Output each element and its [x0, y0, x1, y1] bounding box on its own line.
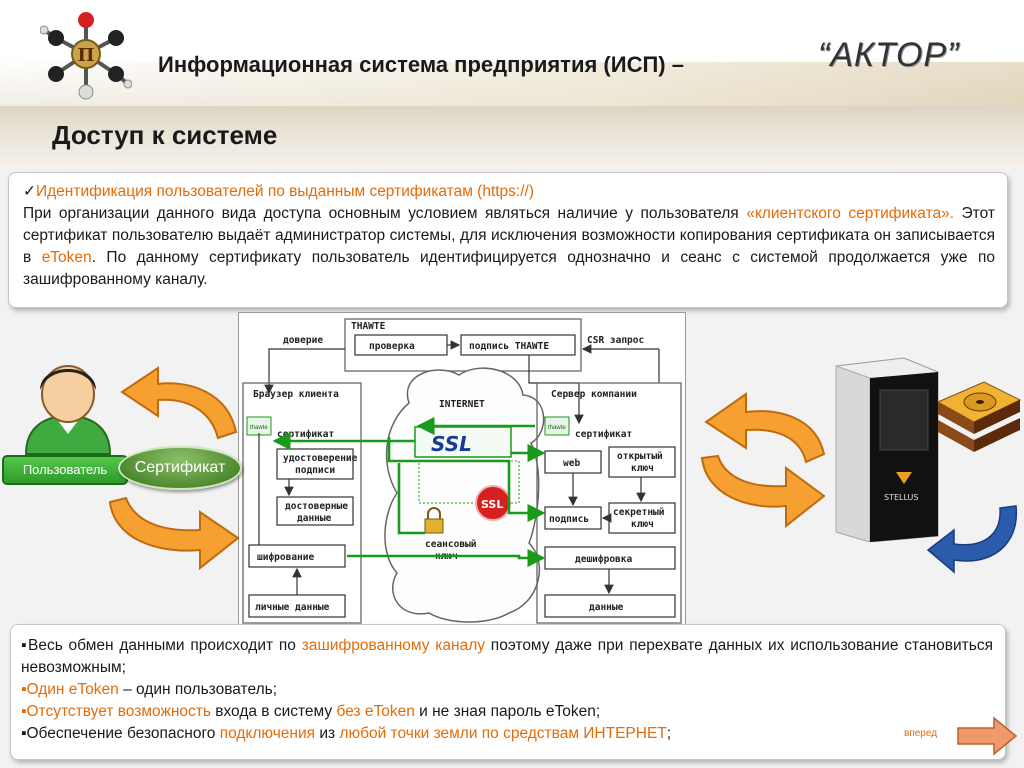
arrow-top-left-icon — [120, 366, 238, 440]
personal-data-label: личные данные — [255, 602, 330, 613]
sign-thawte-box — [460, 334, 576, 356]
cert-left-label: сертификат — [277, 429, 334, 440]
session-key-label-1: сеансовый — [425, 539, 477, 550]
verify-box — [276, 448, 354, 480]
bullet-4-pre: Обеспечение безопасного — [26, 725, 220, 742]
bullet-1: ▪Весь обмен данными происходит по зашифр… — [21, 635, 993, 679]
thawte-label: THAWTE — [351, 321, 386, 332]
paragraph-part-2: Этот сертификат пользователю выдаёт адми… — [23, 205, 995, 266]
bullet-3-highlight-1: Отсутствует возможность — [26, 703, 211, 720]
data-box — [544, 594, 676, 618]
certificate-button[interactable]: Сертификат — [118, 446, 242, 490]
encryption-label: шифрование — [257, 552, 314, 563]
cert-right-label: сертификат — [575, 429, 632, 440]
arrow-disk-server-icon — [926, 505, 1018, 574]
cert-paragraph: При организации данного вида доступа осн… — [23, 203, 995, 291]
web-label: web — [563, 458, 580, 469]
signature-label: подпись — [549, 514, 589, 525]
paragraph-part-1: При организации данного вида доступа осн… — [23, 205, 747, 222]
disks-icon — [936, 381, 1022, 452]
bullet-1-highlight: зашифрованному каналу — [301, 637, 486, 654]
open-key-box — [608, 446, 676, 478]
bullet-marker-1: ▪ — [21, 637, 28, 654]
svg-text:П: П — [78, 45, 95, 66]
encryption-box — [248, 544, 346, 568]
internet-label: INTERNET — [439, 399, 485, 410]
secret-key-box — [608, 502, 676, 534]
bullet-marker-3: ▪ — [21, 703, 27, 720]
bullet-1-pre: Весь обмен данными происходит по — [27, 637, 302, 654]
verify-label-1: удостоверение — [283, 453, 358, 464]
user-avatar-icon — [24, 365, 112, 455]
header-shine — [0, 62, 1024, 108]
arrow-bottom-left-icon — [108, 496, 240, 571]
client-cert-highlight: «клиентского сертификата». — [746, 205, 955, 222]
bullet-3-post: и не зная пароль eToken; — [414, 703, 601, 720]
bullet-4: ▪Обеспечение безопасного подключения из … — [21, 723, 993, 745]
header — [0, 0, 1024, 108]
info-panel-bottom: ▪Весь обмен данными происходит по зашифр… — [10, 624, 1006, 760]
open-key-label-2: ключ — [631, 463, 654, 474]
server-brand: STELLUS — [884, 493, 918, 502]
bullet-marker-2: ▪ — [21, 681, 27, 698]
arrow-bottom-right-icon — [700, 454, 826, 529]
data-label: данные — [589, 602, 624, 613]
ssl-diagram: THAWTE проверка подпись THAWTE доверие C… — [238, 312, 686, 628]
section-subtitle: Доступ к системе — [52, 120, 278, 150]
decryption-label: дешифровка — [575, 554, 632, 565]
page-title: Информационная система предприятия (ИСП)… — [158, 52, 684, 77]
brand-title: “АКТОР” — [818, 36, 960, 74]
thawte-group — [344, 318, 582, 372]
paragraph-part-3: . По данному сертификату пользователь ид… — [23, 249, 995, 288]
bullet-2-highlight: Один eToken — [26, 681, 119, 698]
subtitle-bar — [0, 106, 1024, 170]
check-label: проверка — [369, 341, 415, 352]
trusted-box — [276, 496, 354, 526]
trust-label: доверие — [283, 335, 323, 346]
open-key-label-1: открытый — [617, 451, 663, 462]
bullet-3-mid: входа в систему — [210, 703, 337, 720]
check-icon: ✓ — [23, 183, 36, 200]
info-panel-top: ✓Идентификация пользователей по выданным… — [8, 172, 1008, 308]
bullet-4-post: ; — [666, 725, 672, 742]
ssl-seal-label: SSL — [481, 498, 503, 511]
bullet-4-mid: из — [315, 725, 340, 742]
bullet-2: ▪Один eToken – один пользователь; — [21, 679, 993, 701]
trusted-label-1: достоверные — [285, 501, 348, 512]
forward-label[interactable]: вперед — [904, 728, 938, 739]
molecule-logo-icon: П — [40, 12, 132, 100]
ssl-label: SSL — [431, 432, 472, 456]
secret-key-label-2: ключ — [631, 519, 654, 530]
bullet-marker-4: ▪ — [21, 725, 27, 742]
bullet-4-highlight-2: любой точки земли по средствам ИНТЕРНЕТ — [339, 725, 667, 742]
secret-key-label-1: секретный — [613, 507, 665, 518]
server-icon: STELLUS — [835, 357, 939, 542]
bullet-1-post: поэтому даже при перехвате данных их исп… — [21, 637, 993, 676]
bullet-2-post: – один пользователь; — [118, 681, 278, 698]
csr-label: CSR запрос — [587, 335, 644, 346]
browser-label: Браузер клиента — [253, 389, 339, 400]
bullet-4-highlight-1: подключения — [219, 725, 316, 742]
sign-thawte-label: подпись THAWTE — [469, 341, 549, 352]
thawte-stamp-right: thawte — [548, 425, 566, 431]
server-group — [536, 382, 682, 624]
bullet-3-highlight-2: без eToken — [336, 703, 415, 720]
user-button[interactable]: Пользователь — [2, 455, 128, 485]
cert-heading-line: ✓Идентификация пользователей по выданным… — [23, 181, 995, 203]
etoken-highlight: eToken — [41, 249, 92, 266]
forward-arrow-icon[interactable] — [954, 716, 1018, 756]
padlock-icon — [424, 518, 444, 534]
cert-heading: Идентификация пользователей по выданным … — [36, 183, 535, 200]
bullet-3: ▪Отсутствует возможность входа в систему… — [21, 701, 993, 723]
trusted-label-2: данные — [297, 513, 332, 524]
thawte-stamp-left: thawte — [250, 425, 268, 431]
ssl-box — [414, 426, 512, 458]
verify-label-2: подписи — [295, 465, 335, 476]
browser-group — [242, 382, 362, 624]
server-company-label: Сервер компании — [551, 389, 637, 400]
arrow-top-right-icon — [704, 392, 826, 464]
